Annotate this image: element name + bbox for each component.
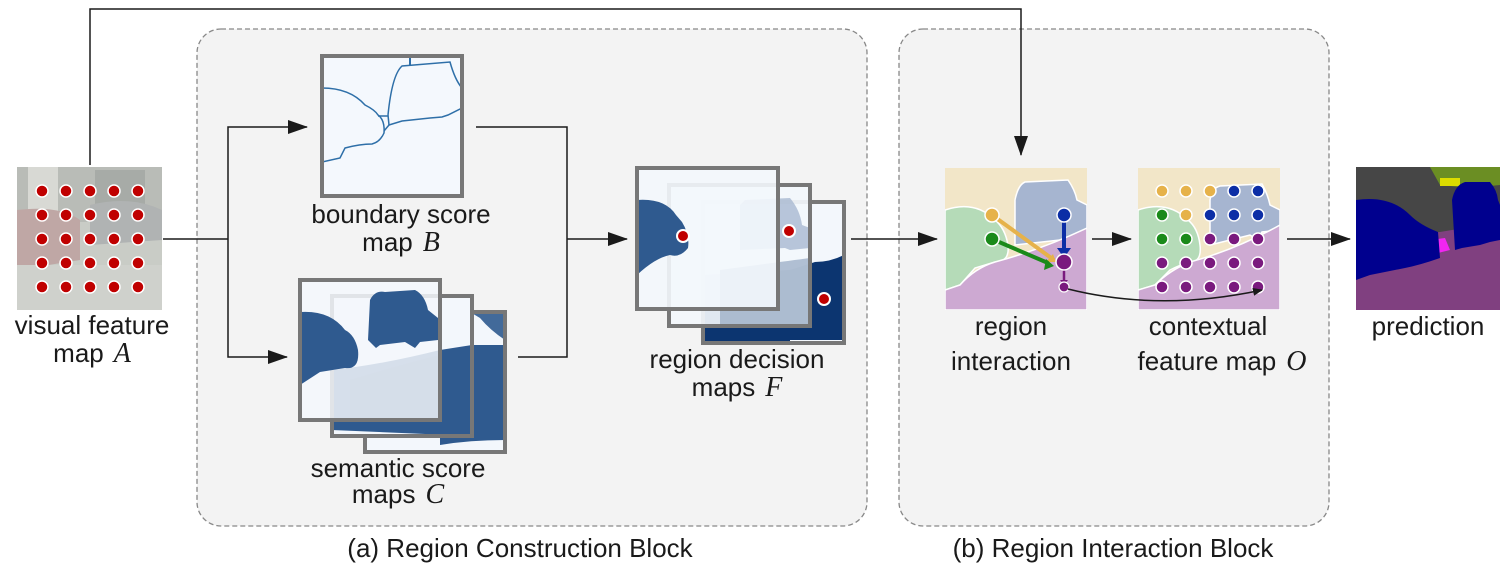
sample-point	[59, 184, 73, 198]
contextual-point-orange	[1155, 184, 1169, 198]
contextual-point-blue	[1251, 208, 1265, 222]
contextual-point-blue	[1227, 208, 1241, 222]
node-orange	[984, 207, 1000, 223]
sample-point	[59, 256, 73, 270]
sample-point	[59, 280, 73, 294]
sample-point	[131, 208, 145, 222]
sample-points-grid	[35, 184, 145, 294]
contextual-points-grid	[1155, 184, 1265, 294]
sample-point	[35, 232, 49, 246]
block-caption-b: (b) Region Interaction Block	[953, 533, 1275, 563]
sample-point	[83, 208, 97, 222]
contextual-point-purple	[1203, 256, 1217, 270]
sample-point	[35, 184, 49, 198]
sample-point	[107, 256, 121, 270]
merge-bracket	[476, 126, 568, 358]
contextual-point-purple	[1227, 280, 1241, 294]
sample-point	[107, 232, 121, 246]
contextual-point-green	[1155, 232, 1169, 246]
sample-point	[83, 256, 97, 270]
contextual-point-purple	[1203, 232, 1217, 246]
block-caption-a: (a) Region Construction Block	[347, 533, 693, 563]
sample-point	[131, 184, 145, 198]
contextual-point-orange	[1179, 184, 1193, 198]
arrow-to-semantic	[227, 239, 288, 364]
propagation-arrow	[1067, 287, 1263, 302]
sample-point	[35, 256, 49, 270]
label-line1: visual feature	[15, 310, 170, 340]
contextual-point-purple	[1227, 256, 1241, 270]
sample-point	[131, 232, 145, 246]
contextual-point-purple	[1251, 232, 1265, 246]
contextual-point-blue	[1203, 208, 1217, 222]
sample-point	[59, 232, 73, 246]
node-green	[984, 231, 1000, 247]
node-purple-small	[1058, 281, 1070, 293]
contextual-point-purple	[1227, 232, 1241, 246]
sample-point	[35, 280, 49, 294]
label-line1: semantic score	[311, 453, 486, 483]
interaction-arrows	[984, 207, 1073, 293]
prediction-map: prediction	[1356, 167, 1500, 341]
label-line1: region decision	[650, 344, 825, 374]
contextual-point-purple	[1155, 256, 1169, 270]
contextual-point-purple	[1179, 256, 1193, 270]
contextual-point-purple	[1155, 280, 1169, 294]
node-purple	[1055, 253, 1073, 271]
label-line1: boundary score	[311, 199, 490, 229]
contextual-point-purple	[1179, 280, 1193, 294]
node-blue	[1056, 207, 1072, 223]
prediction-label: prediction	[1372, 311, 1485, 341]
contextual-point-orange	[1179, 208, 1193, 222]
sample-point	[83, 184, 97, 198]
map-frame	[320, 54, 464, 198]
contextual-point-purple	[1251, 256, 1265, 270]
semantic-map-1	[298, 278, 442, 422]
label-line1: contextual	[1149, 311, 1268, 341]
contextual-point-blue	[1227, 184, 1241, 198]
region-interaction-block: (b) Region Interaction Block	[898, 28, 1330, 563]
contextual-point-green	[1179, 232, 1193, 246]
contextual-point-green	[1155, 208, 1169, 222]
sample-point	[131, 256, 145, 270]
decision-map-1	[635, 166, 780, 311]
label-line2: interaction	[951, 346, 1071, 376]
skip-connection-arrow	[89, 8, 1028, 165]
contextual-point-purple	[1203, 280, 1217, 294]
sample-point	[35, 208, 49, 222]
sample-point	[107, 280, 121, 294]
contextual-point-orange	[1203, 184, 1217, 198]
arrow-to-boundary	[227, 120, 308, 239]
sample-point	[107, 184, 121, 198]
connectors	[89, 8, 1351, 364]
sample-point	[107, 208, 121, 222]
sample-point	[131, 280, 145, 294]
contextual-point-blue	[1251, 184, 1265, 198]
region-interaction-map: region interaction	[945, 168, 1087, 376]
sample-point	[59, 208, 73, 222]
boundary-contours	[322, 56, 462, 163]
sample-point	[83, 232, 97, 246]
sample-point	[83, 280, 97, 294]
label-line1: region	[975, 311, 1047, 341]
